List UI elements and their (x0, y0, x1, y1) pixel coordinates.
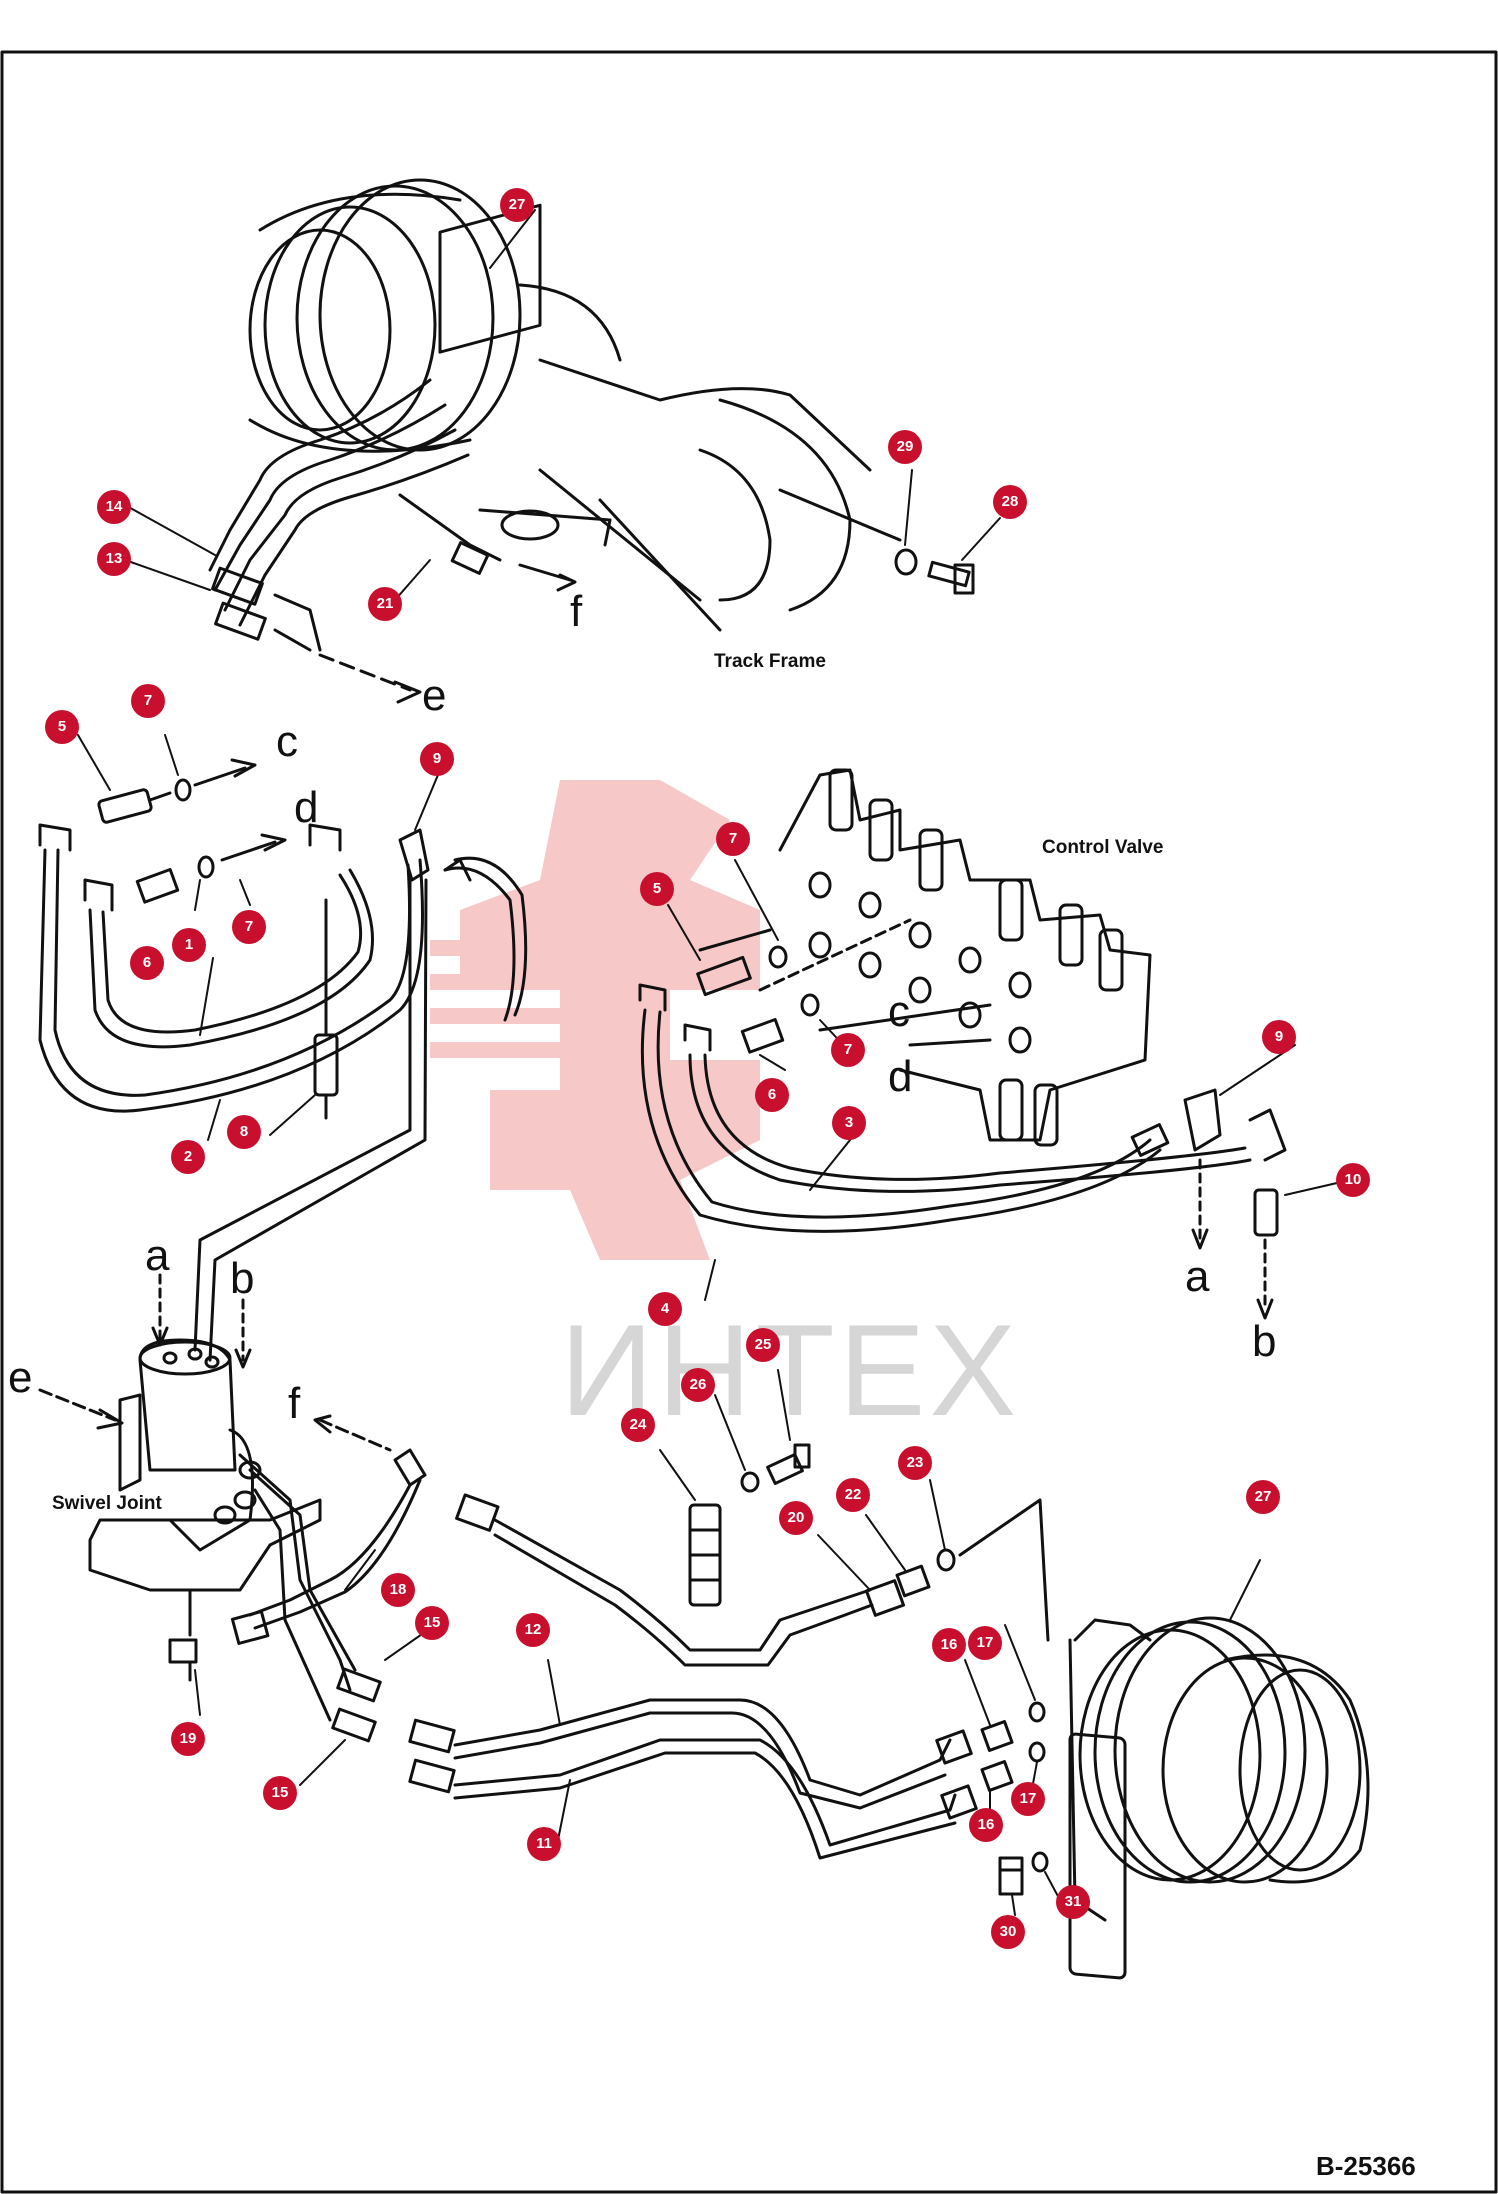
letter-e-top: e (422, 671, 447, 720)
callout-9-left[interactable]: 9 (420, 742, 454, 776)
letter-b-swivel: b (230, 1254, 255, 1303)
letter-a-swivel: a (145, 1231, 170, 1280)
callout-23[interactable]: 23 (898, 1446, 932, 1480)
callout-5-valve[interactable]: 5 (640, 872, 674, 906)
swivel-lines (168, 1448, 427, 1743)
callout-10[interactable]: 10 (1336, 1163, 1370, 1197)
pipes-11-12 (408, 1698, 978, 1860)
callout-7-valve-bottom[interactable]: 7 (831, 1033, 865, 1067)
clamp-block (688, 1443, 811, 1607)
track-frame (478, 358, 902, 632)
travel-motor-top (248, 178, 622, 453)
callout-3[interactable]: 3 (832, 1106, 866, 1140)
control-valve (698, 768, 1152, 1147)
letter-e-swivel: e (8, 1353, 33, 1402)
control-valve-label: Control Valve (1042, 837, 1164, 858)
callout-26[interactable]: 26 (681, 1368, 715, 1402)
callout-31[interactable]: 31 (1056, 1885, 1090, 1919)
callout-16-upper[interactable]: 16 (932, 1628, 966, 1662)
callout-11[interactable]: 11 (527, 1827, 561, 1861)
callout-27-top[interactable]: 27 (500, 188, 534, 222)
bolt-washer-top (894, 548, 975, 595)
left-hose-group (38, 758, 528, 1362)
letter-c-valve: c (888, 987, 910, 1036)
callout-30[interactable]: 30 (991, 1915, 1025, 1949)
callout-20[interactable]: 20 (779, 1501, 813, 1535)
callout-18[interactable]: 18 (381, 1573, 415, 1607)
callout-29[interactable]: 29 (888, 430, 922, 464)
swivel-joint (88, 1338, 322, 1637)
motor-fittings-bottom (980, 1701, 1049, 1896)
callout-12[interactable]: 12 (516, 1613, 550, 1647)
callout-13[interactable]: 13 (97, 542, 131, 576)
callout-8[interactable]: 8 (227, 1115, 261, 1149)
watermark-gear-logo (430, 780, 760, 1260)
motor-hoses (208, 378, 577, 704)
track-frame-label: Track Frame (714, 651, 826, 672)
callout-15-lower[interactable]: 15 (263, 1776, 297, 1810)
callout-7-left-bottom[interactable]: 7 (232, 910, 266, 944)
letter-d-left: d (294, 783, 319, 832)
callout-27-bottom[interactable]: 27 (1246, 1480, 1280, 1514)
callout-4[interactable]: 4 (648, 1292, 682, 1326)
callout-21[interactable]: 21 (368, 587, 402, 621)
callout-9-right[interactable]: 9 (1262, 1020, 1296, 1054)
callout-2[interactable]: 2 (171, 1140, 205, 1174)
callout-14[interactable]: 14 (97, 490, 131, 524)
callout-25[interactable]: 25 (746, 1328, 780, 1362)
drawing-code: B-25366 (1316, 2151, 1416, 2181)
letter-b-right: b (1252, 1317, 1277, 1366)
travel-motor-bottom (1068, 1616, 1370, 1980)
callout-17-upper[interactable]: 17 (968, 1626, 1002, 1660)
callout-7-left-top[interactable]: 7 (131, 684, 165, 718)
callout-1[interactable]: 1 (172, 928, 206, 962)
callout-28[interactable]: 28 (993, 485, 1027, 519)
pipe-20 (455, 1493, 1050, 1667)
letter-f-top: f (570, 587, 583, 636)
callout-22[interactable]: 22 (836, 1478, 870, 1512)
callout-24[interactable]: 24 (621, 1408, 655, 1442)
callout-6-left[interactable]: 6 (130, 946, 164, 980)
callout-19[interactable]: 19 (171, 1722, 205, 1756)
callout-7-valve-top[interactable]: 7 (716, 822, 750, 856)
letter-f-swivel: f (288, 1379, 301, 1428)
callout-5-left[interactable]: 5 (45, 710, 79, 744)
connection-arrows (38, 1273, 392, 1452)
swivel-joint-label: Swivel Joint (52, 1493, 162, 1514)
right-hose-group (638, 945, 1287, 1320)
callout-6-valve[interactable]: 6 (755, 1078, 789, 1112)
letter-a-right: a (1185, 1252, 1210, 1301)
callout-16-lower[interactable]: 16 (969, 1808, 1003, 1842)
callout-17-lower[interactable]: 17 (1011, 1782, 1045, 1816)
letter-c: c (276, 717, 298, 766)
letter-d-valve: d (888, 1052, 913, 1101)
callout-15-upper[interactable]: 15 (415, 1606, 449, 1640)
